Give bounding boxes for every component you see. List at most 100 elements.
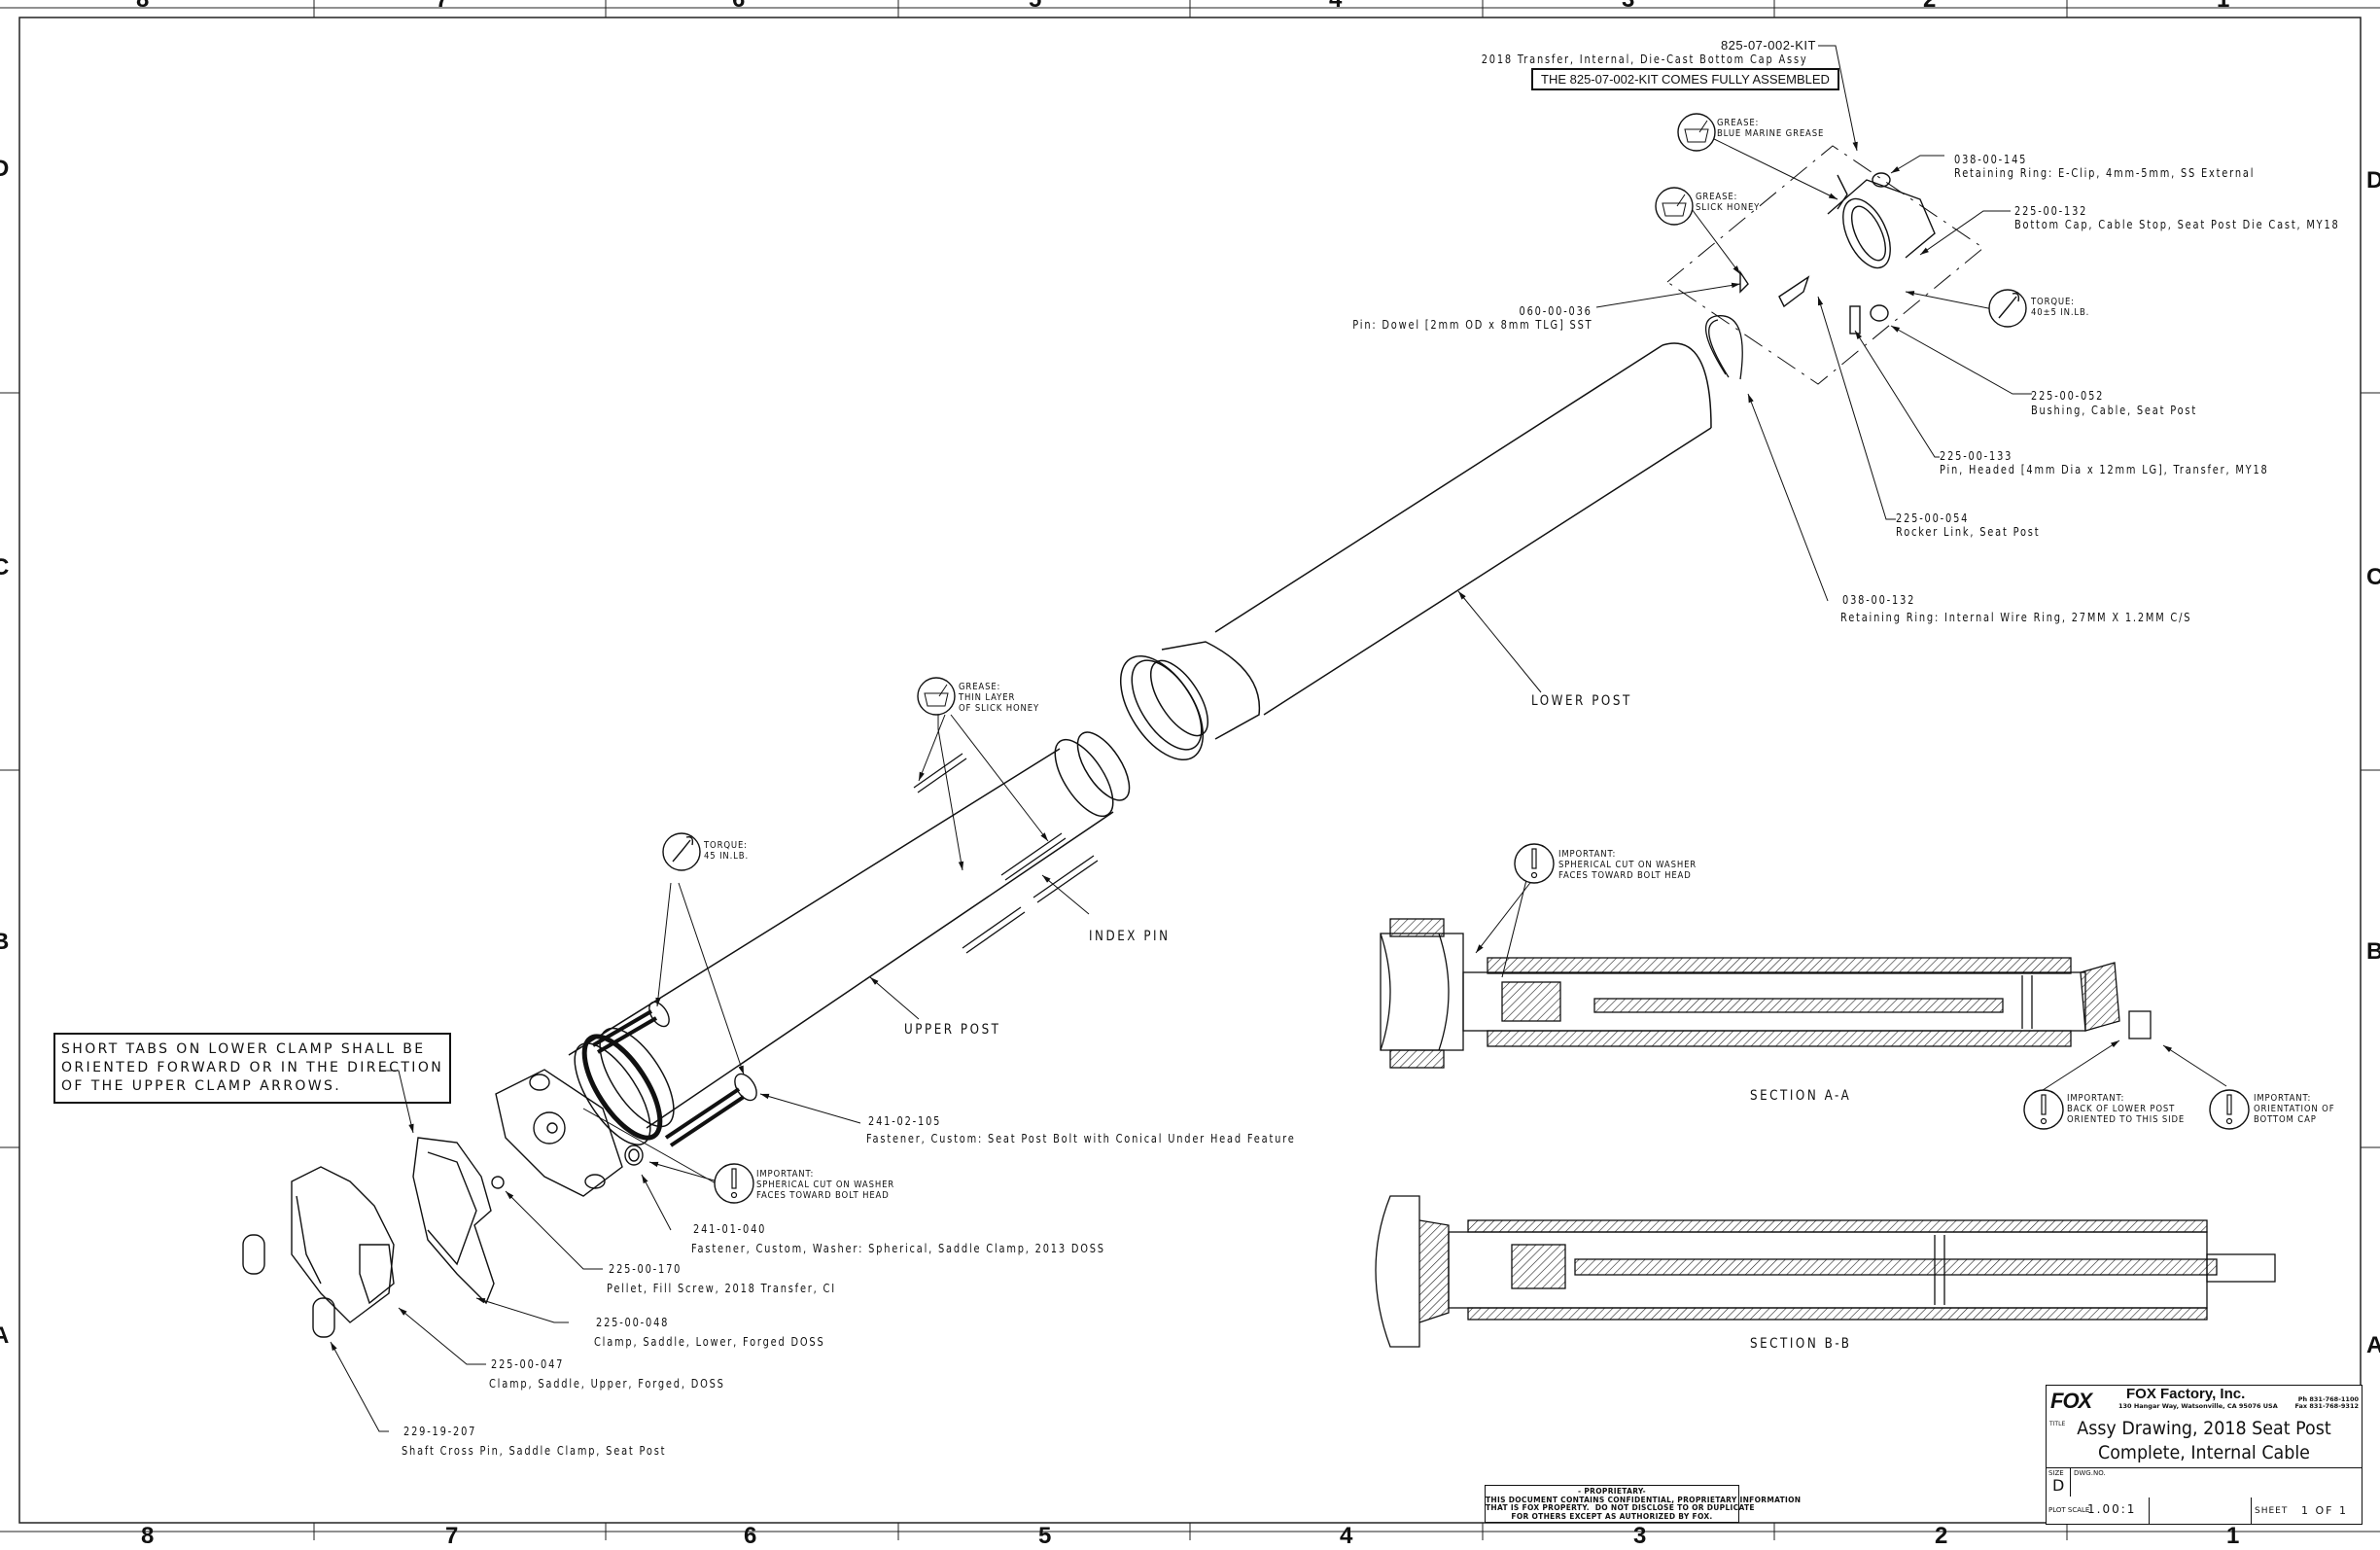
zone-row-b-right: B xyxy=(2366,938,2380,965)
wire-ring-drawing xyxy=(1704,315,1743,380)
zone-row-d-left: D xyxy=(0,156,10,182)
lower-post-drawing xyxy=(1119,342,1712,761)
title-block: FOX FOX Factory, Inc. 130 Hangar Way, Wa… xyxy=(2046,1385,2362,1525)
important-note-title: IMPORTANT: xyxy=(1558,849,1617,860)
grease-note-blue-marine: GREASE: BLUE MARINE GREASE xyxy=(1717,118,1824,139)
callout-description: Rocker Link, Seat Post xyxy=(1896,525,2041,539)
zone-col-5-bottom: 5 xyxy=(1038,1523,1052,1549)
zone-row-c-right: C xyxy=(2366,564,2380,590)
title-label: TITLE xyxy=(2049,1421,2066,1427)
dwg-no-label: DWG.NO. xyxy=(2074,1469,2106,1477)
clamp-leaders xyxy=(330,1070,603,1432)
important-note-title: IMPORTANT: xyxy=(2067,1093,2125,1104)
callout-description: Pin: Dowel [2mm OD x 8mm TLG] SST xyxy=(1351,318,1592,332)
bottom-cap-assy-drawing xyxy=(1666,145,1984,385)
upper-post-drawing xyxy=(568,731,1131,1145)
callout-part-number: 225-00-054 xyxy=(1896,511,1970,525)
zone-row-a-right: A xyxy=(2366,1332,2380,1358)
section-a-a-leaders xyxy=(1475,874,2227,1095)
bolts-drawing xyxy=(591,1001,757,1147)
grease-note-text: BLUE MARINE GREASE xyxy=(1717,128,1825,139)
proprietary-notice: - PROPRIETARY- THIS DOCUMENT CONTAINS CO… xyxy=(1485,1485,1801,1523)
important-note-lower-post: IMPORTANT: BACK OF LOWER POST ORIENTED T… xyxy=(2067,1093,2185,1125)
important-note-washer-section: IMPORTANT: SPHERICAL CUT ON WASHER FACES… xyxy=(1558,849,1697,881)
callout-part-number: 225-00-133 xyxy=(1940,449,2013,463)
callout-part-number: 225-00-132 xyxy=(2014,204,2088,218)
plot-scale-value: 1.00:1 xyxy=(2087,1502,2137,1516)
callout-description: Bushing, Cable, Seat Post xyxy=(2031,404,2198,417)
torque-note-clamp-bolt: TORQUE: 45 IN.LB. xyxy=(704,840,749,862)
important-note-text: SPHERICAL CUT ON WASHER FACES TOWARD BOL… xyxy=(756,1180,895,1201)
zone-col-2: 2 xyxy=(1923,0,1936,14)
scale-divider xyxy=(2149,1497,2150,1524)
drawing-title-line1: Assy Drawing, 2018 Seat Post xyxy=(2077,1418,2331,1439)
torque-note-title: TORQUE: xyxy=(704,840,748,851)
zone-col-4-bottom: 4 xyxy=(1340,1523,1353,1549)
grease-note-slick-honey: GREASE: SLICK HONEY xyxy=(1696,192,1760,213)
important-note-bottom-cap: IMPORTANT: ORIENTATION OF BOTTOM CAP xyxy=(2254,1093,2334,1125)
sheet-label: SHEET xyxy=(2255,1506,2289,1516)
callout-part-number: 229-19-207 xyxy=(403,1425,477,1438)
company-fax: Fax 831-768-9312 xyxy=(2294,1402,2359,1410)
zone-col-1: 1 xyxy=(2217,0,2229,14)
zone-col-8-bottom: 8 xyxy=(141,1523,155,1549)
important-note-title: IMPORTANT: xyxy=(2254,1093,2312,1104)
size-divider xyxy=(2070,1467,2071,1497)
exclamation-icon xyxy=(730,848,2233,1199)
torque-note-value: 40±5 IN.LB. xyxy=(2031,307,2090,318)
kit-part-number: 825-07-002-KIT xyxy=(1720,38,1816,53)
torque-note-bottom-cap: TORQUE: 40±5 IN.LB. xyxy=(2031,297,2089,318)
callout-part-number: 241-01-040 xyxy=(693,1222,767,1236)
bottom-cap-leaders xyxy=(1595,45,2032,520)
saddle-head-drawing xyxy=(495,1069,644,1197)
zone-col-8: 8 xyxy=(136,0,149,14)
torque-wrench-icon xyxy=(672,292,2020,863)
important-note-washer: IMPORTANT: SPHERICAL CUT ON WASHER FACES… xyxy=(756,1169,894,1201)
zone-col-1-bottom: 1 xyxy=(2226,1523,2240,1549)
zone-col-7: 7 xyxy=(436,0,448,14)
grease-note-text: THIN LAYER OF SLICK HONEY xyxy=(959,692,1040,714)
sheet-divider xyxy=(2251,1497,2252,1524)
note-circles xyxy=(662,113,2250,1204)
callout-description: Clamp, Saddle, Lower, Forged DOSS xyxy=(594,1335,825,1349)
lower-post-leader xyxy=(1457,590,1542,693)
callout-description: Fastener, Custom: Seat Post Bolt with Co… xyxy=(866,1132,1296,1145)
grease-note-title: GREASE: xyxy=(959,682,1001,692)
zone-col-2-bottom: 2 xyxy=(1935,1523,1948,1549)
zone-col-3: 3 xyxy=(1622,0,1634,14)
callout-part-number: 225-00-047 xyxy=(491,1357,565,1371)
torque-note-value: 45 IN.LB. xyxy=(704,851,750,862)
callout-part-number: 038-00-145 xyxy=(1954,153,2028,166)
zone-row-a-left: A xyxy=(0,1322,10,1349)
callout-part-number: 225-00-048 xyxy=(596,1316,670,1329)
callout-part-number: 060-00-036 xyxy=(1519,304,1592,318)
section-a-a-drawing xyxy=(1380,918,2152,1069)
callout-description: Shaft Cross Pin, Saddle Clamp, Seat Post xyxy=(402,1444,667,1458)
size-value: D xyxy=(2052,1476,2065,1495)
zone-row-b-left: B xyxy=(0,929,10,955)
kit-description: 2018 Transfer, Internal, Die-Cast Bottom… xyxy=(1482,53,1808,66)
index-pin-label: INDEX PIN xyxy=(1089,929,1171,944)
callout-part-number: 225-00-052 xyxy=(2031,389,2105,403)
callout-description: Retaining Ring: E-Clip, 4mm-5mm, SS Exte… xyxy=(1954,166,2256,180)
callout-description: Pellet, Fill Screw, 2018 Transfer, CI xyxy=(607,1282,836,1295)
callout-part-number: 038-00-132 xyxy=(1842,593,1916,607)
zone-col-7-bottom: 7 xyxy=(445,1523,459,1549)
grease-note-text: SLICK HONEY xyxy=(1696,202,1761,213)
company-phone: Ph 831-768-1100 xyxy=(2297,1395,2359,1403)
section-a-a-label: SECTION A-A xyxy=(1750,1088,1852,1104)
callout-description: Bottom Cap, Cable Stop, Seat Post Die Ca… xyxy=(2014,218,2340,231)
upper-post-leaders xyxy=(582,714,1090,1231)
plot-scale-label: PLOT SCALE xyxy=(2048,1506,2090,1514)
important-note-title: IMPORTANT: xyxy=(756,1169,815,1180)
wire-ring-leader xyxy=(1747,393,1829,602)
grease-note-title: GREASE: xyxy=(1717,118,1760,128)
zone-col-5: 5 xyxy=(1029,0,1041,14)
company-address: 130 Hangar Way, Watsonville, CA 95076 US… xyxy=(2118,1402,2278,1410)
section-b-b-label: SECTION B-B xyxy=(1750,1336,1852,1352)
important-note-text: ORIENTATION OF BOTTOM CAP xyxy=(2254,1104,2335,1125)
callout-description: Pin, Headed [4mm Dia x 12mm LG], Transfe… xyxy=(1940,463,2269,476)
saddle-clamps-drawing xyxy=(242,1137,505,1338)
clamp-orientation-note: SHORT TABS ON LOWER CLAMP SHALL BE ORIEN… xyxy=(53,1033,452,1104)
